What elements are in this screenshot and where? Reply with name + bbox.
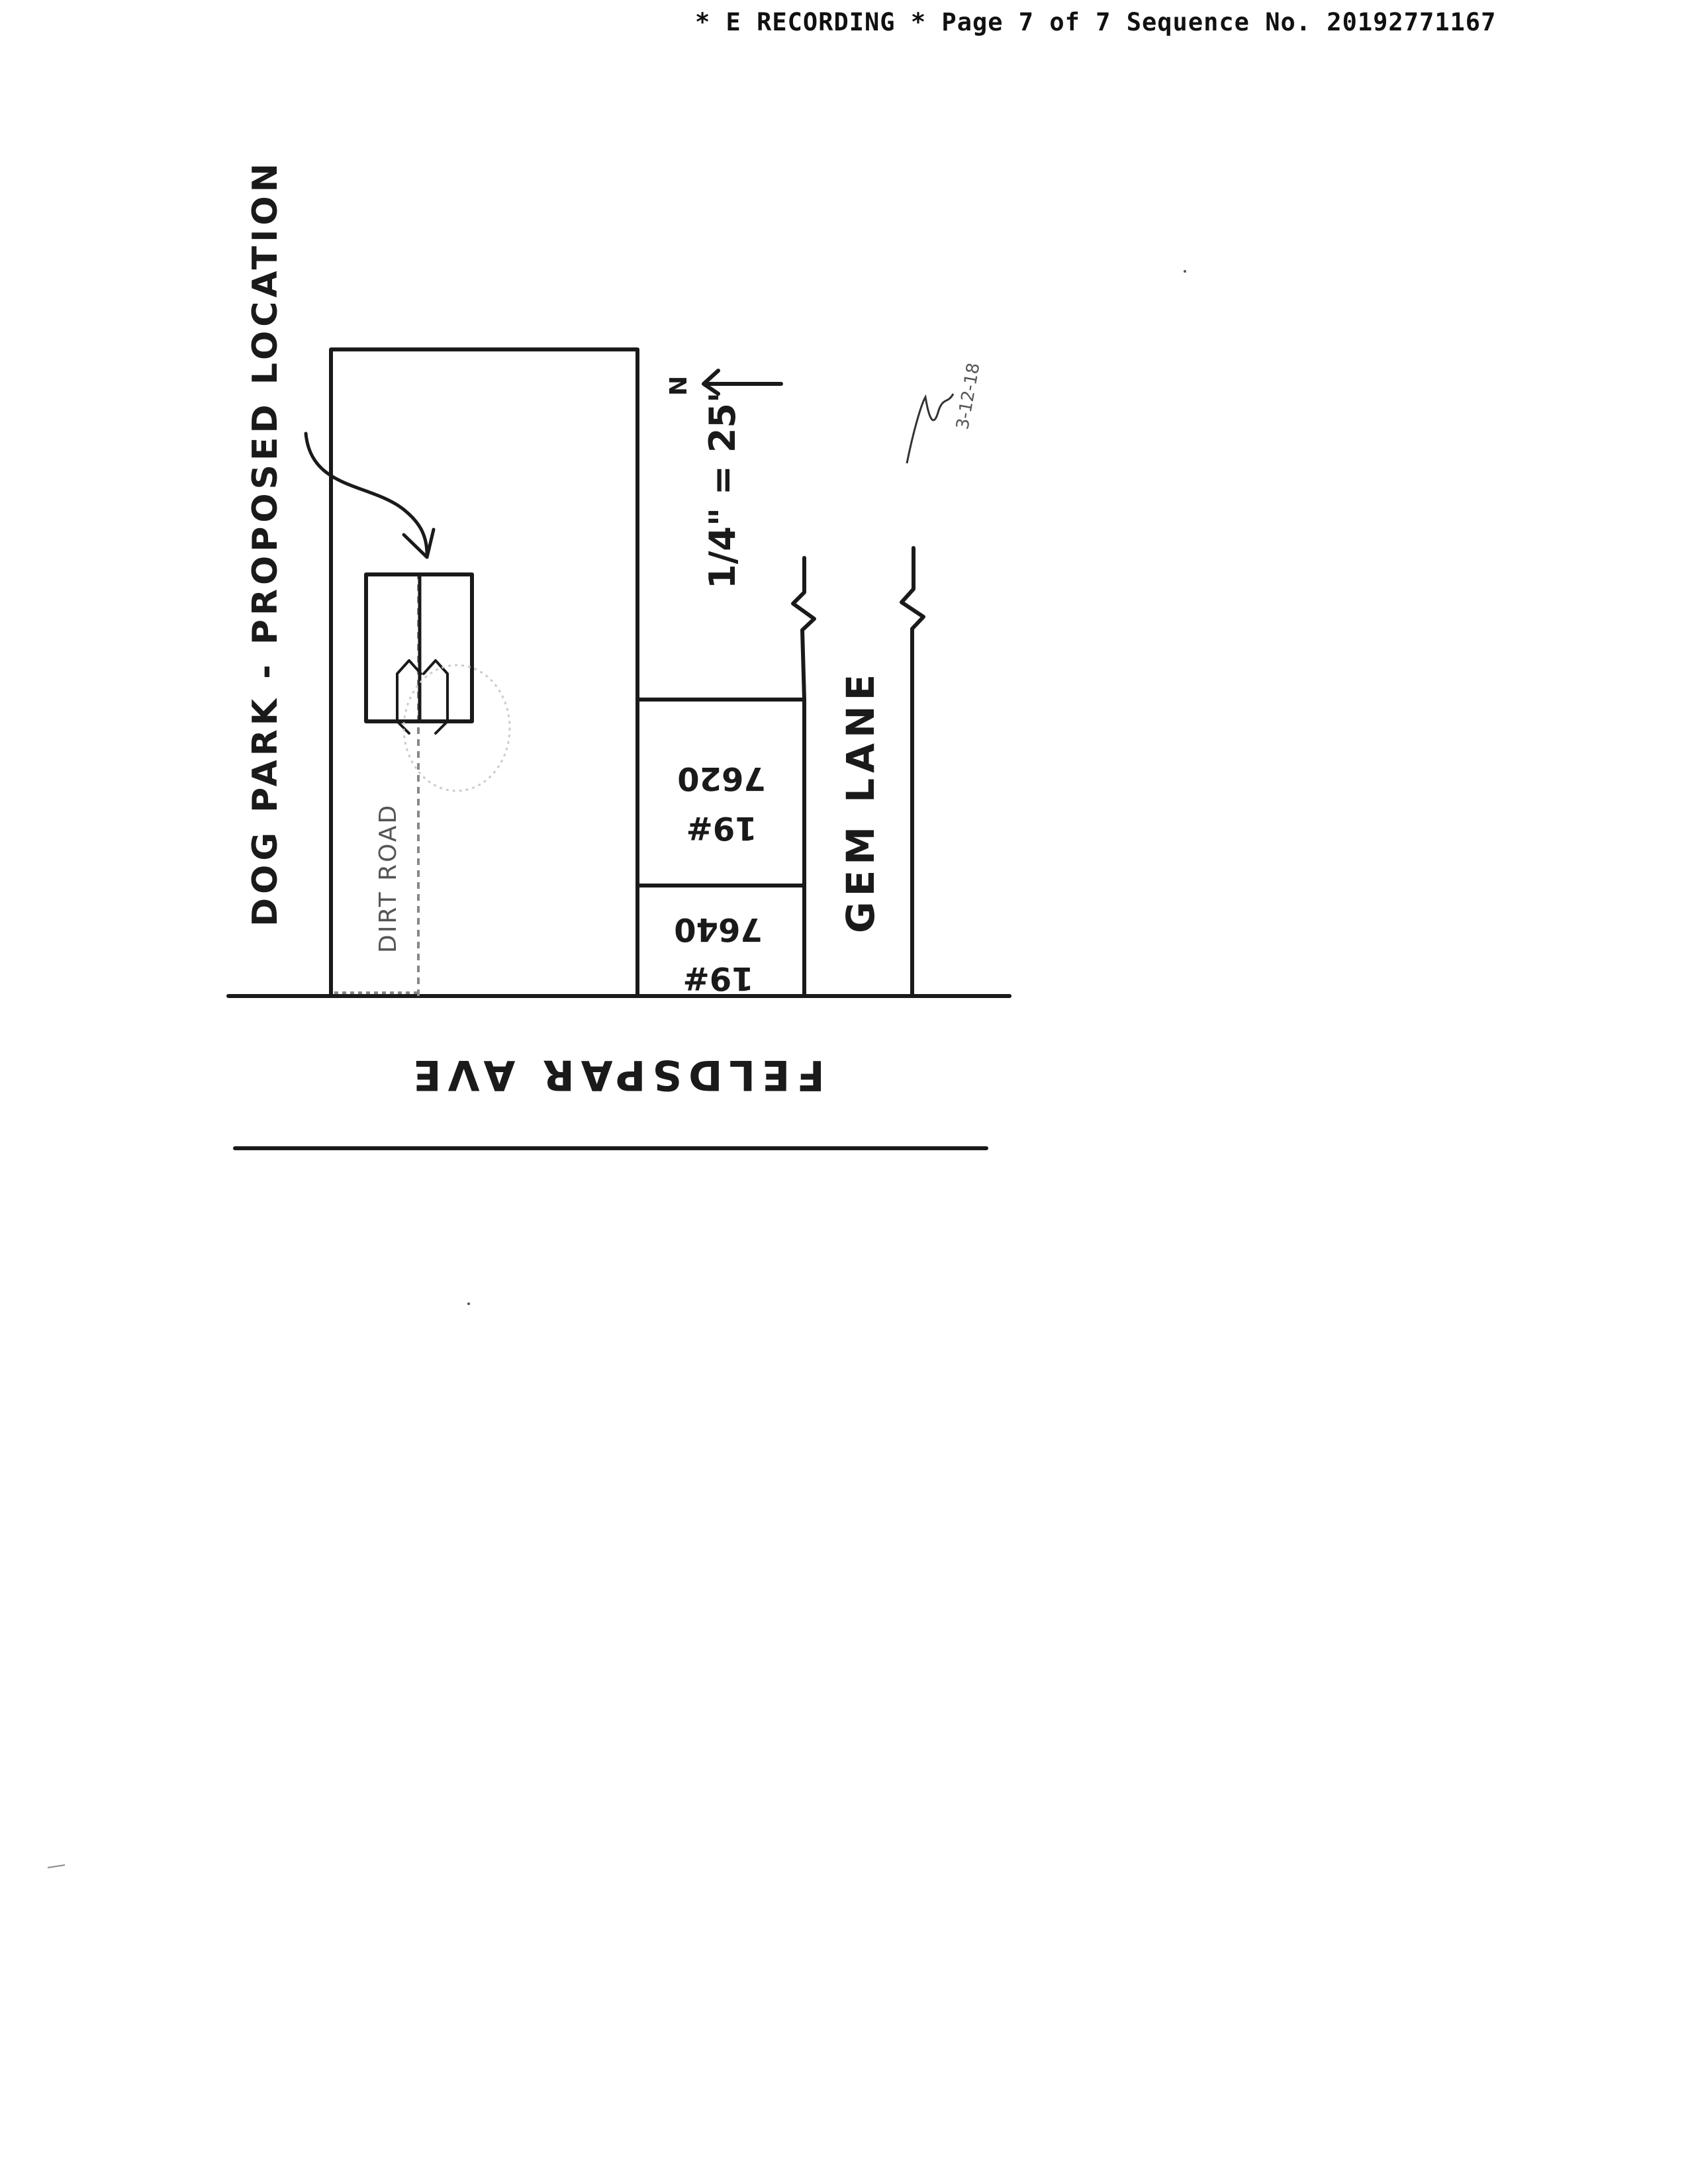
scale-label: 1/4" = 25' xyxy=(702,392,743,589)
scan-speck xyxy=(467,1302,470,1305)
sketch-title: DOG PARK - PROPOSED LOCATION xyxy=(246,159,285,927)
initials-date: 3-12-18 xyxy=(953,361,984,431)
lot-7640-address: 7640 xyxy=(674,911,763,948)
dirt-road-label: DIRT ROAD xyxy=(375,803,402,953)
lot-7620-address: 7620 xyxy=(677,760,766,797)
lots-outline xyxy=(635,698,806,998)
parcel-outline xyxy=(329,347,639,998)
scan-speck xyxy=(1184,270,1186,273)
recording-header: * E RECORDING * Page 7 of 7 Sequence No.… xyxy=(695,8,1497,36)
gem-lane-label: GEM LANE xyxy=(838,669,883,933)
feldspar-ave-label: FELDSPAR AVE xyxy=(406,1051,825,1099)
gate-shading xyxy=(402,664,511,792)
gem-lane-east-edge xyxy=(900,546,925,998)
initials-signature xyxy=(906,393,955,464)
gate-icon xyxy=(396,659,449,735)
scan-speck xyxy=(47,1864,66,1868)
north-arrow-icon xyxy=(702,369,783,396)
lot-7640-number: 19# xyxy=(682,960,753,997)
location-arrow xyxy=(304,432,429,557)
gem-lane-west-edge xyxy=(791,556,816,702)
lot-7620-number: 19# xyxy=(686,809,757,846)
north-marker: N xyxy=(665,376,692,396)
arrow-head-icon xyxy=(402,527,436,559)
